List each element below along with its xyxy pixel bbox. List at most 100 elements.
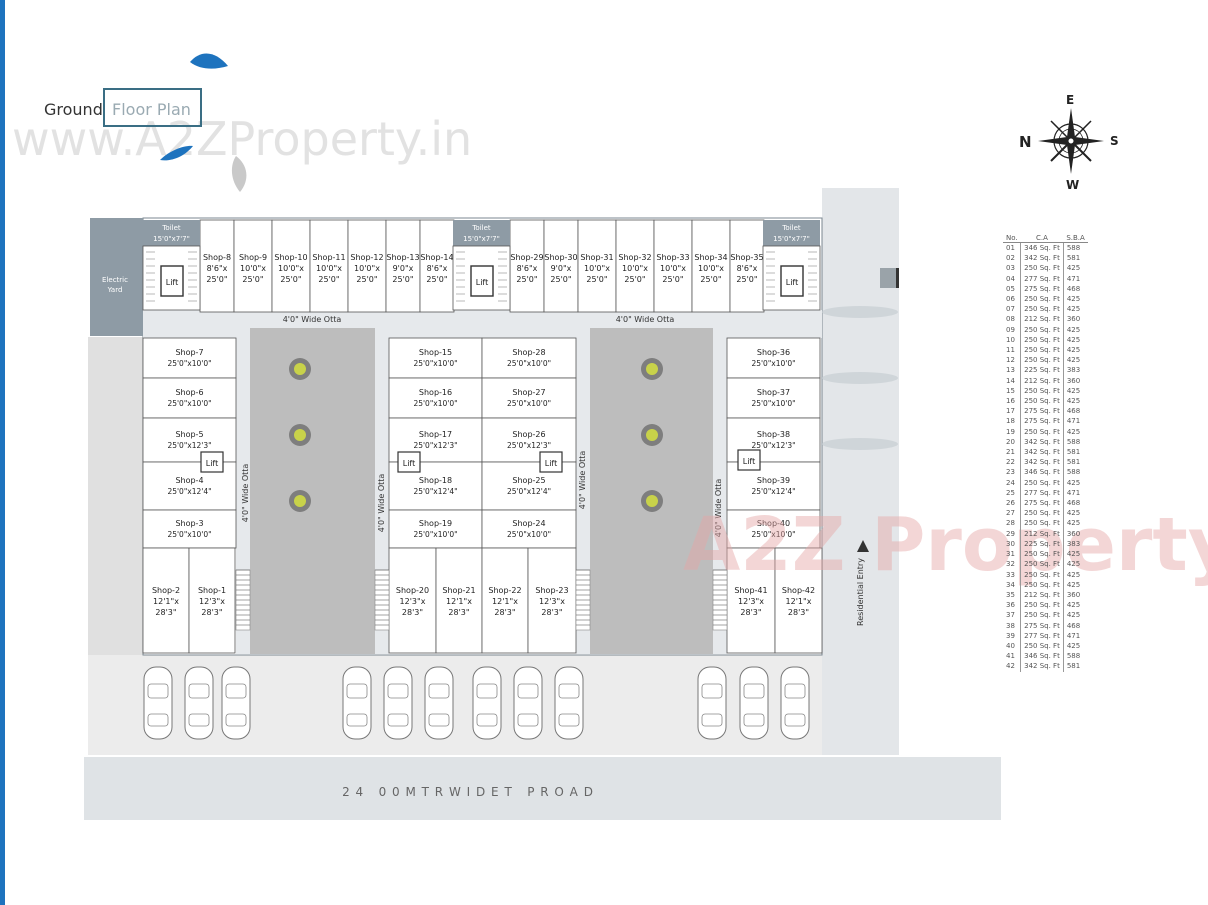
super-built-area: 425 — [1066, 560, 1081, 569]
super-built-area: 360 — [1066, 590, 1081, 599]
toilet-size: 15'0"x7'7" — [463, 235, 500, 243]
car-icon — [780, 666, 810, 740]
shop-cell[interactable]: Shop-325'0"x10'0" — [142, 509, 237, 549]
super-built-area: 425 — [1066, 570, 1081, 579]
unit-number: 26 — [1006, 499, 1015, 508]
car-icon — [697, 666, 727, 740]
otta-label-left: 4'0" Wide Otta — [283, 315, 342, 324]
site-watermark: www.A2ZProperty.in — [12, 112, 473, 166]
shop-cell[interactable]: Shop-358'6"x25'0" — [729, 219, 765, 313]
shop-name: Shop-38 — [757, 430, 790, 439]
unit-number: 28 — [1006, 519, 1015, 528]
car-icon — [383, 666, 413, 740]
shop-name: Shop-17 — [419, 430, 452, 439]
unit-number: 31 — [1006, 550, 1015, 559]
shop-cell[interactable]: Shop-910'0"x25'0" — [233, 219, 273, 313]
shop-name: Shop-23 — [535, 586, 568, 595]
super-built-area: 425 — [1066, 550, 1081, 559]
shop-cell[interactable]: Shop-725'0"x10'0" — [142, 337, 237, 379]
tree-icon — [641, 358, 663, 380]
super-built-area: 383 — [1066, 366, 1081, 375]
tree-icon — [289, 490, 311, 512]
shop-depth: 25'0" — [280, 275, 301, 284]
super-built-area: 471 — [1066, 631, 1081, 640]
carpet-area: 250 Sq. Ft — [1020, 294, 1064, 305]
shop-width: 12'1"x — [492, 597, 518, 606]
shop-cell[interactable]: Shop-112'3"x28'3" — [188, 547, 236, 654]
unit-number: 39 — [1006, 631, 1015, 640]
lane-bump — [822, 438, 898, 450]
carpet-area: 250 Sq. Ft — [1020, 477, 1064, 488]
shop-name: Shop-27 — [512, 388, 545, 397]
otta-label-v1: 4'0" Wide Otta — [241, 464, 250, 523]
unit-number: 27 — [1006, 509, 1015, 518]
carpet-area: 250 Sq. Ft — [1020, 263, 1064, 274]
shop-cell[interactable]: Shop-212'1"x28'3" — [142, 547, 190, 654]
carpet-area: 250 Sq. Ft — [1020, 559, 1064, 570]
shop-cell[interactable]: Shop-88'6"x25'0" — [199, 219, 235, 313]
shop-cell[interactable]: Shop-139'0"x25'0" — [385, 219, 421, 313]
super-built-area: 360 — [1066, 529, 1081, 538]
shop-cell[interactable]: Shop-298'6"x25'0" — [509, 219, 545, 313]
lift-box: Lift — [397, 451, 421, 473]
shop-width: 12'1"x — [446, 597, 472, 606]
shop-width: 10'0"x — [698, 264, 724, 273]
shop-name: Shop-15 — [419, 348, 452, 357]
col-sba: S.B.A — [1063, 233, 1088, 243]
shop-name: Shop-2 — [152, 586, 180, 595]
shop-size: 25'0"x10'0" — [167, 359, 211, 368]
super-built-area: 471 — [1066, 488, 1081, 497]
shop-cell[interactable]: Shop-625'0"x10'0" — [142, 377, 237, 419]
shop-cell[interactable]: Shop-148'6"x25'0" — [419, 219, 455, 313]
tree-icon — [289, 358, 311, 380]
shop-width: 8'6"x — [737, 264, 758, 273]
carpet-area: 277 Sq. Ft — [1020, 273, 1064, 284]
shop-cell[interactable]: Shop-309'0"x25'0" — [543, 219, 579, 313]
shop-width: 10'0"x — [316, 264, 342, 273]
shop-size: 25'0"x12'4" — [751, 487, 795, 496]
shop-width: 10'0"x — [660, 264, 686, 273]
front-otta-strip — [143, 310, 822, 338]
super-built-area: 425 — [1066, 519, 1081, 528]
unit-number: 42 — [1006, 662, 1015, 671]
super-built-area: 581 — [1066, 254, 1081, 263]
shop-depth: 28'3" — [201, 608, 222, 617]
carpet-area: 342 Sq. Ft — [1020, 253, 1064, 264]
super-built-area: 425 — [1066, 335, 1081, 344]
